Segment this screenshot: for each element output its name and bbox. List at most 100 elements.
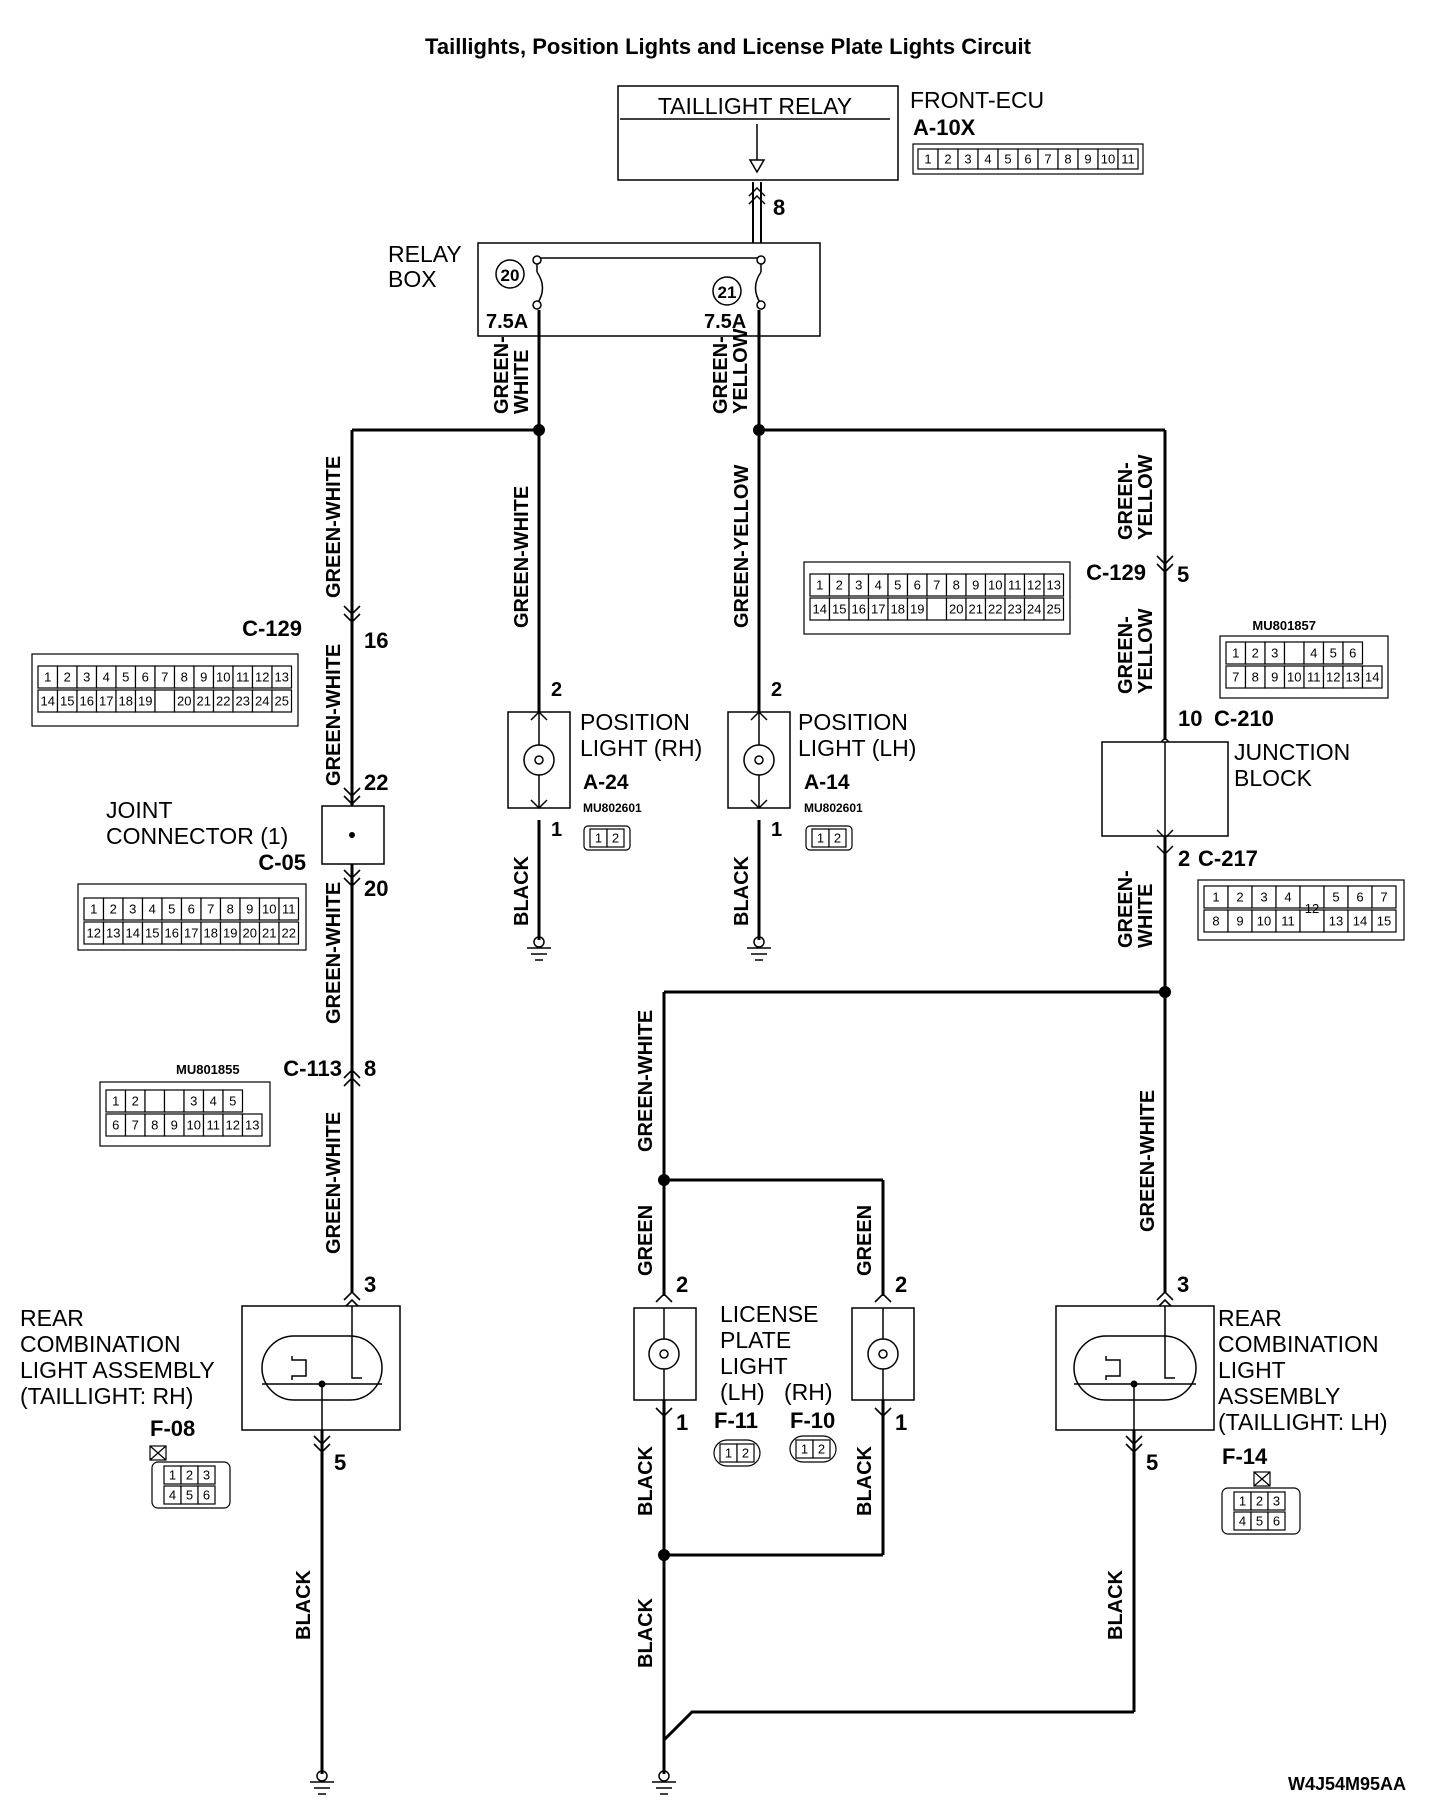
fuse-21-rating: 7.5A [704, 311, 746, 333]
connector-pin-cell [1267, 1511, 1286, 1531]
connector-pin-number: 19 [910, 602, 924, 617]
fuse-20-rating: 7.5A [486, 311, 528, 333]
c129-right-pin: 5 [1177, 562, 1189, 587]
wire-label: GREEN-WHITE [1137, 1090, 1159, 1232]
wire-label: BLACK [511, 855, 533, 926]
relay-box [477, 242, 821, 337]
front-ecu-label: FRONT-ECU [910, 87, 1044, 113]
license-rh-label: (RH) [784, 1379, 833, 1405]
wire-label: GREEN [635, 1205, 657, 1276]
connector-pin-number: 3 [964, 152, 971, 167]
rear-lh-label-5: (TAILLIGHT: LH) [1218, 1409, 1388, 1435]
connector-pin-number: 2 [944, 152, 951, 167]
connector-pin-cell [1117, 148, 1139, 170]
wire-label: WHITE [1135, 884, 1157, 948]
connector-pin-number: 3 [129, 902, 136, 917]
connector-pin-number: 13 [1329, 914, 1343, 929]
connector-pin-number: 22 [988, 602, 1002, 617]
connector-pin-number: 2 [612, 831, 619, 846]
connector-pin-number: 4 [875, 578, 882, 593]
rear-rh-label-3: LIGHT ASSEMBLY [20, 1357, 215, 1383]
connector-pin-cell [1043, 573, 1065, 597]
connector-pin-number: 3 [1271, 646, 1278, 661]
connector-pin-number: 4 [984, 152, 991, 167]
wire-label: BLACK [1105, 1569, 1127, 1640]
connector-pin-number: 13 [1346, 670, 1360, 685]
c129-left-id: C-129 [242, 616, 302, 641]
wire-label: GREEN- [491, 336, 513, 414]
connector-pin-cell [154, 689, 176, 713]
license-lh-pin-top: 2 [676, 1272, 688, 1297]
rear-combination-light-rh [241, 1305, 401, 1431]
connector-pin-number: 6 [1356, 890, 1363, 905]
license-lh-label: (LH) [720, 1379, 765, 1405]
connector-pin-number: 6 [112, 1118, 119, 1133]
connector-pin-number: 6 [1349, 646, 1356, 661]
license-rh-pin-top: 2 [895, 1272, 907, 1297]
connector-pin-number: 12 [1326, 670, 1340, 685]
wire-label: YELLOW [1135, 608, 1157, 694]
connector-pin-number: 19 [138, 694, 152, 709]
connector-pin-cell [271, 665, 293, 689]
c129-left-pin: 16 [364, 628, 388, 653]
connector-pin-number: 19 [223, 926, 237, 941]
connector-pin-number: 7 [1380, 890, 1387, 905]
connector-pin-number: 4 [210, 1094, 217, 1109]
connector-pin-number: 2 [1252, 646, 1259, 661]
connector-pin-number: 5 [122, 670, 129, 685]
pos-lh-pin-top: 2 [771, 679, 782, 701]
connector-pin-number: 6 [188, 902, 195, 917]
connector-pin-number: 3 [1260, 890, 1267, 905]
wire-labels: GREEN-WHITE GREEN-YELLOW GREEN-WHITE GRE… [293, 328, 1159, 1668]
license-label-2: PLATE [720, 1327, 791, 1353]
connector-pin-number: 7 [207, 902, 214, 917]
license-plate-light-rh [851, 1307, 915, 1401]
wire-label: GREEN- [1115, 870, 1137, 948]
connector-pin-number: 12 [226, 1118, 240, 1133]
connector-pin-number: 9 [1236, 914, 1243, 929]
connector-pin-number: 24 [1027, 602, 1041, 617]
c210-part: MU801857 [1252, 618, 1316, 633]
connector-pin-number: 5 [1256, 1514, 1263, 1529]
connector-pin-number: 1 [112, 1094, 119, 1109]
rear-rh-pin-top: 3 [364, 1272, 376, 1297]
connector-pin-number: 14 [1353, 914, 1367, 929]
connector-pin-number: 8 [227, 902, 234, 917]
connector-pin-number: 5 [186, 1488, 193, 1503]
connector-pin-number: 10 [988, 578, 1002, 593]
diagram-title: Taillights, Position Lights and License … [425, 34, 1032, 59]
wire-label: BLACK [731, 855, 753, 926]
connector-pin-cell [1342, 641, 1364, 665]
connector-pin-number: 11 [1121, 152, 1135, 167]
connector-pin-number: 9 [171, 1118, 178, 1133]
connector-pin-number: 11 [207, 1118, 221, 1133]
connector-pin-number: 2 [836, 578, 843, 593]
connector-pin-number: 8 [1252, 670, 1259, 685]
connector-pin-number: 2 [742, 1446, 749, 1461]
c05-pin-out: 20 [364, 876, 388, 901]
connector-pin-cell [197, 1485, 216, 1505]
connector-pin-cell [812, 1439, 831, 1459]
connector-pin-number: 13 [106, 926, 120, 941]
wire-label: YELLOW [730, 328, 752, 414]
connector-pin-number: 11 [1008, 578, 1022, 593]
rear-lh-label-1: REAR [1218, 1305, 1282, 1331]
wire-label: GREEN [854, 1205, 876, 1276]
connector-pin-cell [163, 1089, 185, 1113]
connector-pin-number: 5 [1004, 152, 1011, 167]
connector-pin-number: 14 [126, 926, 140, 941]
connector-pin-number: 10 [1287, 670, 1301, 685]
wire-label: GREEN-WHITE [511, 486, 533, 628]
rear-combination-light-lh [1055, 1305, 1215, 1431]
connector-pin-number: 24 [255, 694, 269, 709]
connector-pin-cell [828, 828, 847, 848]
connector-pin-cell [1361, 665, 1383, 689]
connector-pin-cell [1043, 597, 1065, 621]
connector-pin-number: 6 [1024, 152, 1031, 167]
ground-icon [652, 1770, 676, 1795]
wire-label: BLACK [635, 1597, 657, 1668]
